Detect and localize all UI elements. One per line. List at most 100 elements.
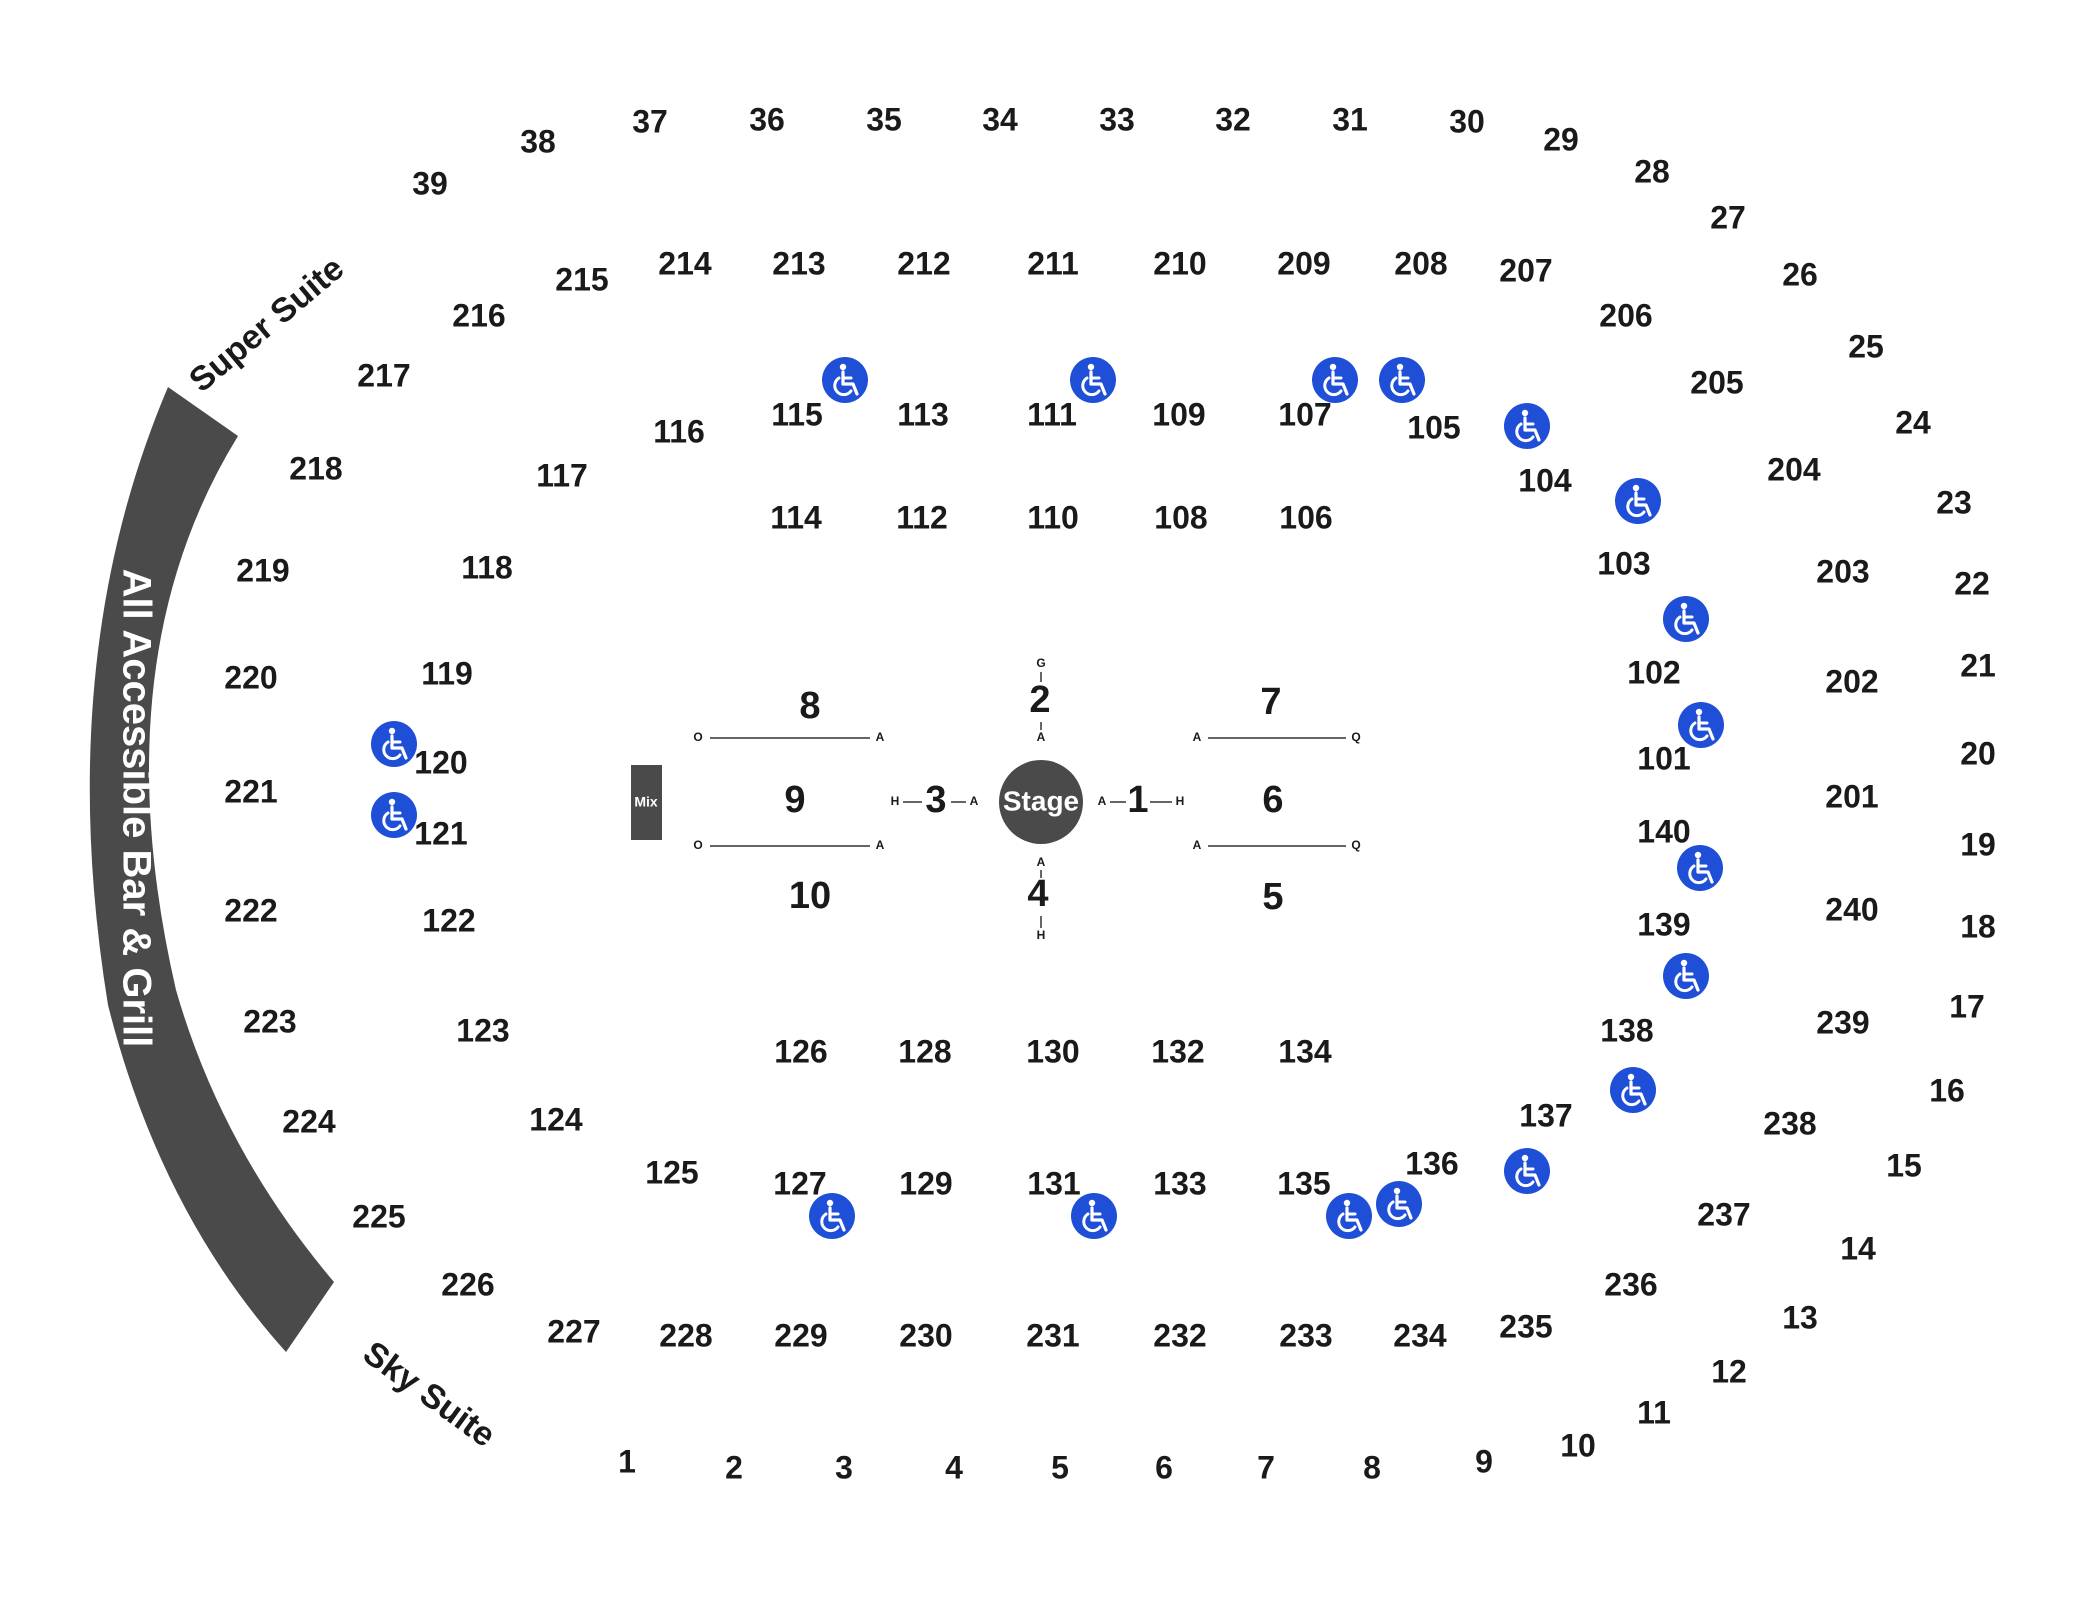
suite-16[interactable]: 16	[1929, 1072, 1965, 1108]
suite-5[interactable]: 5	[1051, 1449, 1069, 1485]
section-124[interactable]: 124	[529, 1101, 583, 1137]
section-211[interactable]: 211	[1027, 245, 1079, 281]
section-229[interactable]: 229	[774, 1317, 827, 1353]
section-209[interactable]: 209	[1277, 245, 1330, 281]
suite-36[interactable]: 36	[749, 101, 785, 137]
suite-21[interactable]: 21	[1960, 647, 1996, 683]
section-222[interactable]: 222	[224, 892, 277, 928]
floor-section-4[interactable]: 4	[1027, 873, 1048, 915]
suite-32[interactable]: 32	[1215, 101, 1251, 137]
section-112[interactable]: 112	[896, 499, 948, 535]
section-105[interactable]: 105	[1407, 409, 1460, 445]
section-126[interactable]: 126	[774, 1033, 827, 1069]
floor-section-8[interactable]: 8	[799, 685, 820, 727]
section-227[interactable]: 227	[547, 1313, 600, 1349]
section-213[interactable]: 213	[772, 245, 825, 281]
section-207[interactable]: 207	[1499, 252, 1552, 288]
section-102[interactable]: 102	[1627, 654, 1680, 690]
suite-35[interactable]: 35	[866, 101, 902, 137]
suite-13[interactable]: 13	[1782, 1299, 1818, 1335]
section-131[interactable]: 131	[1027, 1165, 1080, 1201]
section-127[interactable]: 127	[773, 1165, 826, 1201]
section-216[interactable]: 216	[452, 297, 505, 333]
section-232[interactable]: 232	[1153, 1317, 1206, 1353]
section-114[interactable]: 114	[770, 499, 822, 535]
suite-18[interactable]: 18	[1960, 908, 1996, 944]
suite-7[interactable]: 7	[1257, 1449, 1275, 1485]
section-223[interactable]: 223	[243, 1003, 296, 1039]
section-123[interactable]: 123	[456, 1012, 509, 1048]
suite-15[interactable]: 15	[1886, 1147, 1922, 1183]
section-218[interactable]: 218	[289, 450, 342, 486]
section-214[interactable]: 214	[658, 245, 712, 281]
section-103[interactable]: 103	[1597, 545, 1650, 581]
section-203[interactable]: 203	[1816, 553, 1869, 589]
stage[interactable]	[999, 760, 1083, 844]
section-233[interactable]: 233	[1279, 1317, 1332, 1353]
suite-2[interactable]: 2	[725, 1449, 743, 1485]
section-109[interactable]: 109	[1152, 396, 1205, 432]
section-133[interactable]: 133	[1153, 1165, 1206, 1201]
suite-3[interactable]: 3	[835, 1449, 853, 1485]
section-110[interactable]: 110	[1027, 499, 1079, 535]
section-231[interactable]: 231	[1026, 1317, 1079, 1353]
section-120[interactable]: 120	[414, 744, 467, 780]
section-111[interactable]: 111	[1027, 396, 1077, 432]
suite-31[interactable]: 31	[1332, 101, 1368, 137]
section-137[interactable]: 137	[1519, 1097, 1572, 1133]
section-208[interactable]: 208	[1394, 245, 1447, 281]
suite-10[interactable]: 10	[1560, 1427, 1596, 1463]
section-138[interactable]: 138	[1600, 1012, 1653, 1048]
floor-section-1[interactable]: 1	[1127, 779, 1148, 821]
section-226[interactable]: 226	[441, 1266, 494, 1302]
suite-23[interactable]: 23	[1936, 484, 1972, 520]
section-117[interactable]: 117	[536, 457, 588, 493]
suite-39[interactable]: 39	[412, 165, 448, 201]
section-230[interactable]: 230	[899, 1317, 952, 1353]
bar-and-grill-band[interactable]	[89, 387, 334, 1352]
suite-19[interactable]: 19	[1960, 826, 1996, 862]
section-210[interactable]: 210	[1153, 245, 1206, 281]
section-206[interactable]: 206	[1599, 297, 1652, 333]
suite-8[interactable]: 8	[1363, 1449, 1381, 1485]
section-134[interactable]: 134	[1278, 1033, 1332, 1069]
section-119[interactable]: 119	[421, 655, 473, 691]
suite-28[interactable]: 28	[1634, 153, 1670, 189]
suite-30[interactable]: 30	[1449, 103, 1485, 139]
section-104[interactable]: 104	[1518, 462, 1572, 498]
suite-11[interactable]: 11	[1637, 1394, 1671, 1430]
suite-6[interactable]: 6	[1155, 1449, 1173, 1485]
section-101[interactable]: 101	[1637, 740, 1690, 776]
section-217[interactable]: 217	[357, 357, 410, 393]
suite-37[interactable]: 37	[632, 103, 668, 139]
section-221[interactable]: 221	[224, 773, 277, 809]
section-224[interactable]: 224	[282, 1103, 336, 1139]
suite-29[interactable]: 29	[1543, 121, 1579, 157]
section-108[interactable]: 108	[1154, 499, 1207, 535]
suite-27[interactable]: 27	[1710, 199, 1746, 235]
section-116[interactable]: 116	[653, 413, 705, 449]
section-205[interactable]: 205	[1690, 364, 1743, 400]
section-118[interactable]: 118	[461, 549, 513, 585]
section-107[interactable]: 107	[1278, 396, 1331, 432]
section-135[interactable]: 135	[1277, 1165, 1330, 1201]
section-228[interactable]: 228	[659, 1317, 712, 1353]
section-236[interactable]: 236	[1604, 1266, 1657, 1302]
section-139[interactable]: 139	[1637, 906, 1690, 942]
suite-38[interactable]: 38	[520, 123, 556, 159]
floor-section-6[interactable]: 6	[1262, 779, 1283, 821]
section-129[interactable]: 129	[899, 1165, 952, 1201]
suite-24[interactable]: 24	[1895, 404, 1931, 440]
suite-26[interactable]: 26	[1782, 256, 1818, 292]
section-212[interactable]: 212	[897, 245, 950, 281]
section-220[interactable]: 220	[224, 659, 277, 695]
section-219[interactable]: 219	[236, 552, 289, 588]
section-238[interactable]: 238	[1763, 1105, 1816, 1141]
section-234[interactable]: 234	[1393, 1317, 1447, 1353]
suite-34[interactable]: 34	[982, 101, 1018, 137]
suite-1[interactable]: 1	[618, 1443, 636, 1479]
section-235[interactable]: 235	[1499, 1308, 1552, 1344]
suite-33[interactable]: 33	[1099, 101, 1135, 137]
section-106[interactable]: 106	[1279, 499, 1332, 535]
floor-section-10[interactable]: 10	[789, 875, 831, 917]
